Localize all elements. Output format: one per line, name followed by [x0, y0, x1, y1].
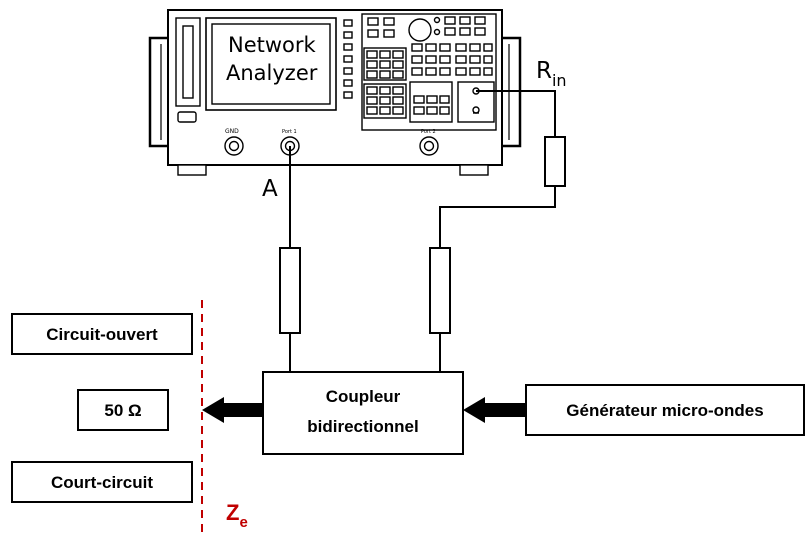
keypad-function: [411, 43, 493, 76]
front-ports: [224, 136, 439, 156]
arrow-generator-to-coupler: [463, 397, 526, 423]
coupler-label-line2: bidirectionnel: [307, 417, 418, 436]
resistor-rin: [544, 136, 566, 187]
arrow-coupler-to-load: [202, 397, 263, 423]
cable-rin: [476, 90, 556, 137]
r-in-label: Rin: [536, 58, 567, 90]
resistor-a: [279, 247, 301, 334]
cable-rin-return: [439, 186, 556, 248]
open-circuit-label: Circuit-ouvert: [46, 325, 158, 344]
short-circuit-box: [11, 461, 193, 503]
z-e-label: Ze: [226, 500, 248, 531]
generator-label: Générateur micro-ondes: [566, 401, 763, 420]
port-gnd-label: GND: [225, 128, 239, 135]
screen-title-line2: Analyzer: [226, 61, 318, 85]
cables: [289, 90, 556, 372]
port1-label: Port 1: [282, 129, 297, 135]
short-circuit-label: Court-circuit: [51, 473, 153, 492]
resistor-b: [429, 247, 451, 334]
keypad-top: [367, 16, 486, 42]
point-a-label: A: [262, 176, 278, 202]
open-circuit-box: [11, 313, 193, 355]
network-analyzer: [148, 9, 522, 176]
keypad-lower: [409, 81, 495, 123]
softkeys: [343, 19, 353, 99]
coupler-box: [262, 371, 464, 455]
load-50-box: [77, 389, 169, 431]
screen-title-line1: Network: [228, 33, 317, 57]
rotary-knob-icon: [408, 18, 432, 42]
port2-label: Port 2: [421, 129, 436, 135]
generator-box: [525, 384, 805, 436]
load-50-label: 50 Ω: [104, 401, 141, 420]
coupler-label-line1: Coupleur: [326, 387, 401, 406]
keypad-numeric: [363, 47, 407, 119]
